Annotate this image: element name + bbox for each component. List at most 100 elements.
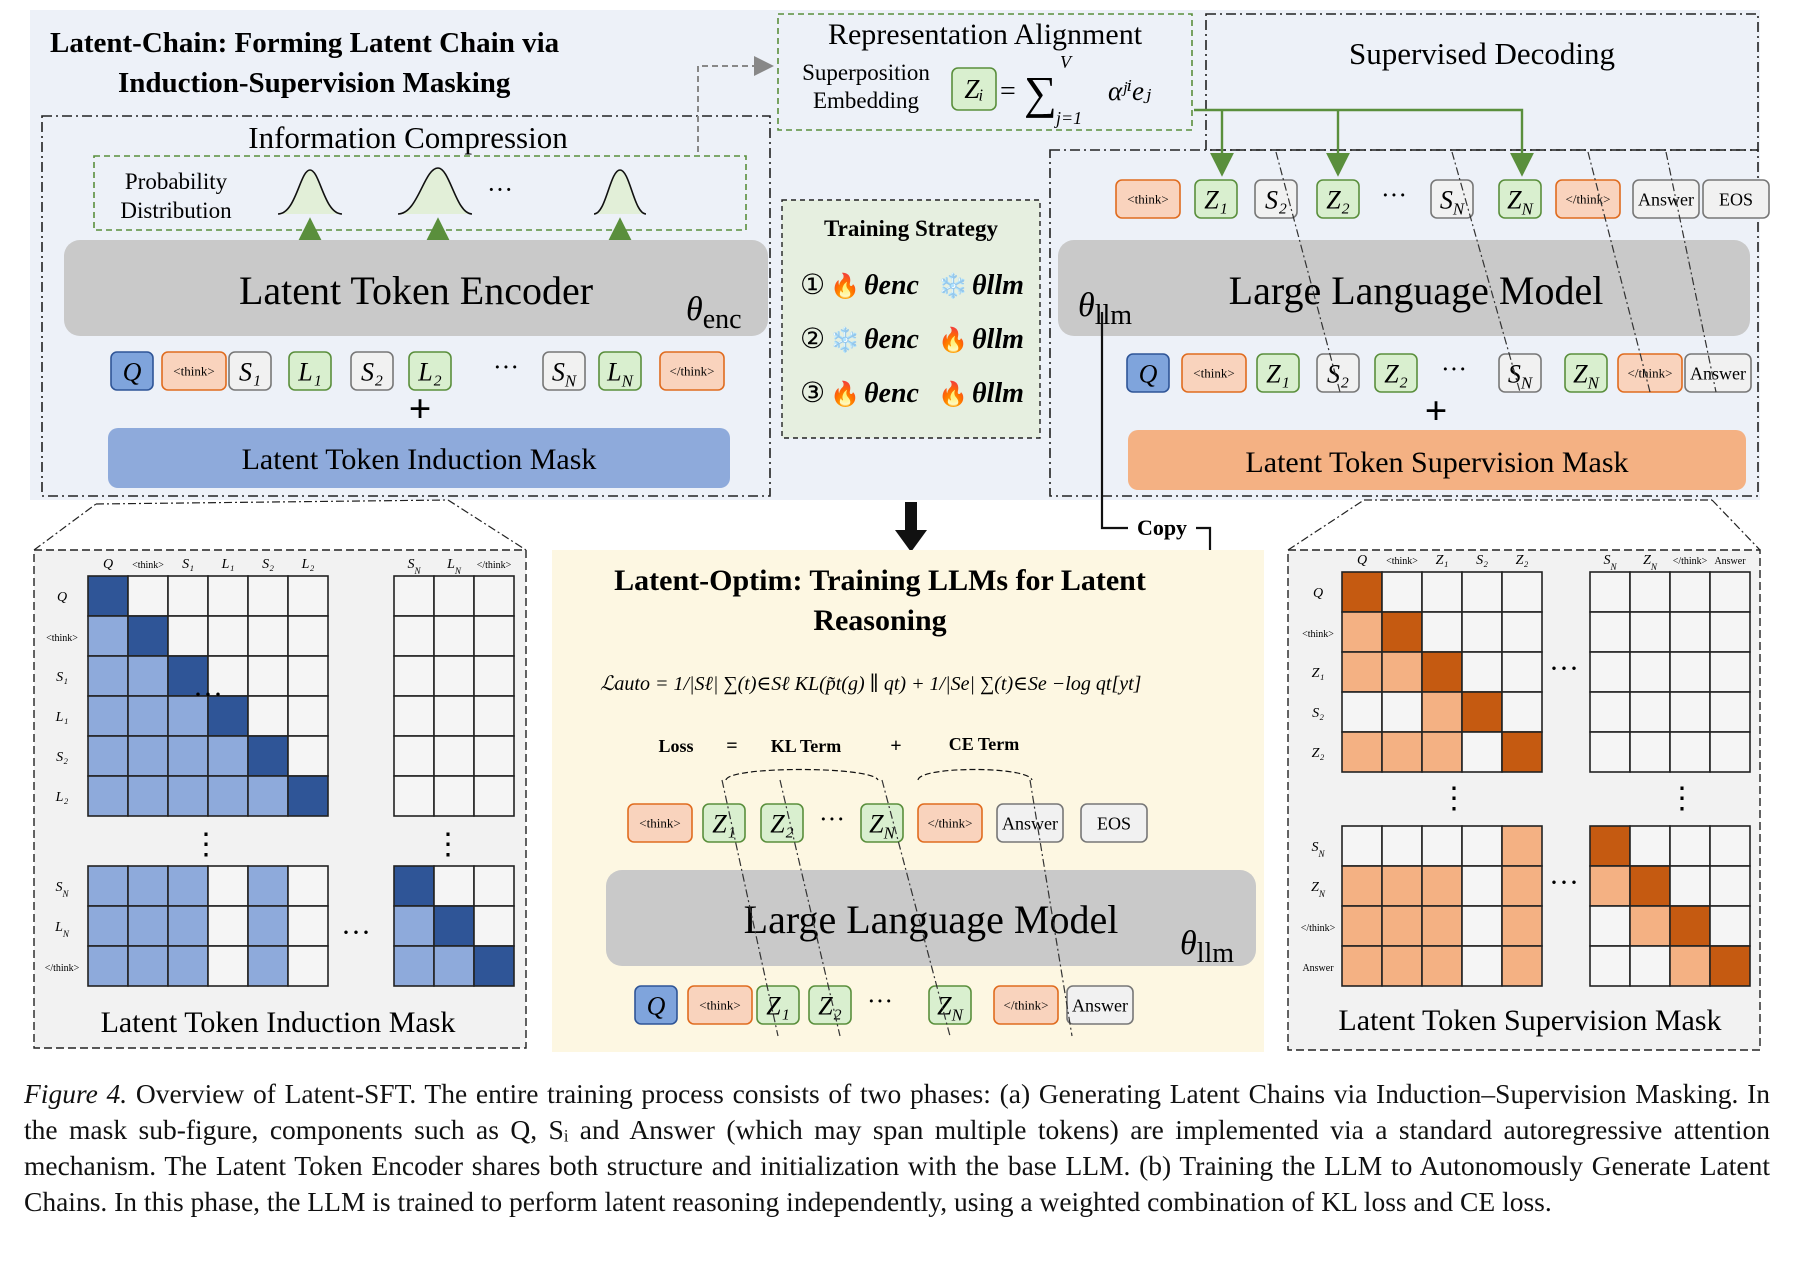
mask-cell xyxy=(127,905,169,947)
token-ellipsis: ··· xyxy=(1381,181,1407,210)
mask-cell xyxy=(1669,945,1711,987)
mask-cell xyxy=(1501,945,1543,987)
encoder-plus: + xyxy=(409,386,432,431)
mask-cell xyxy=(127,945,169,987)
mask-row-label: Q xyxy=(1313,586,1323,601)
mask-cell xyxy=(1709,611,1751,653)
token-z: Z₁ xyxy=(1266,359,1290,388)
token-think: <think> xyxy=(639,816,680,831)
token-z-box xyxy=(1194,179,1238,219)
supervision-dots-v: ⋮ xyxy=(1439,782,1469,815)
mask-cell xyxy=(87,615,129,657)
supervision-mask-bar xyxy=(1128,430,1746,490)
mask-row-label: Q xyxy=(57,590,67,605)
rep-align-z-token xyxy=(951,67,997,111)
token-eos: EOS xyxy=(1719,189,1753,209)
rep-align-label-1: Superposition xyxy=(802,60,930,85)
token-answer-box xyxy=(1684,353,1752,393)
mask-cell xyxy=(1589,825,1631,867)
mask-col-label: Z₂ xyxy=(1516,553,1529,568)
mask-cell xyxy=(1381,905,1423,947)
token-ellipsis: ··· xyxy=(493,353,519,382)
mask-row-label: </think> xyxy=(1301,923,1336,934)
token-z: Z₁ xyxy=(1204,185,1228,214)
mask-cell xyxy=(1501,825,1543,867)
mask-cell xyxy=(473,695,515,737)
mask-cell xyxy=(1461,905,1503,947)
token-z: Z₂ xyxy=(818,991,842,1020)
token-z: Z₁ xyxy=(766,991,790,1020)
token-z-box xyxy=(756,985,800,1025)
mask-col-label: Z₁ xyxy=(1436,553,1449,568)
mask-cell xyxy=(1669,865,1711,907)
formula-top: V xyxy=(1060,52,1073,72)
mask-cell xyxy=(167,905,209,947)
mask-cell xyxy=(1501,731,1543,773)
mask-cell xyxy=(87,695,129,737)
token-eos: EOS xyxy=(1097,813,1131,833)
encoder-up-arrows xyxy=(298,217,632,242)
mask-cell xyxy=(473,575,515,617)
mask-cell xyxy=(127,655,169,697)
token-answer: Answer xyxy=(1072,995,1128,1015)
encoder-label: Latent Token Encoder xyxy=(239,268,593,313)
token-think: <think> xyxy=(173,364,214,379)
token-think: </think> xyxy=(670,364,715,379)
prob-label-2: Distribution xyxy=(120,198,232,223)
formula-sum: ∑ xyxy=(1024,67,1057,118)
mask-cell xyxy=(1709,731,1751,773)
mask-row-label: S₂ xyxy=(56,750,68,765)
mask-cell xyxy=(1421,571,1463,613)
token-zn: ZN xyxy=(1573,359,1600,392)
mask-cell xyxy=(433,695,475,737)
llm-top-label: Large Language Model xyxy=(1229,268,1604,313)
strategy-theta-llm: θllm xyxy=(972,378,1024,409)
mask-cell xyxy=(127,775,169,817)
mask-cell xyxy=(1421,611,1463,653)
mask-cell xyxy=(473,735,515,777)
token-l: L₂ xyxy=(417,357,442,386)
mask-cell xyxy=(87,655,129,697)
mask-cell xyxy=(1341,945,1383,987)
mask-cell xyxy=(1421,825,1463,867)
mask-cell xyxy=(1669,825,1711,867)
mask-cell xyxy=(1381,731,1423,773)
strategy-enc-state-icon: 🔥 xyxy=(830,380,860,408)
mask-cell xyxy=(1501,651,1543,693)
mask-cell xyxy=(1381,945,1423,987)
training-strategy-title: Training Strategy xyxy=(824,216,998,241)
mask-cell xyxy=(247,735,289,777)
mask-cell xyxy=(1669,571,1711,613)
token-z: Z₂ xyxy=(770,809,794,838)
token-l-box xyxy=(408,351,452,391)
mask-cell xyxy=(1421,691,1463,733)
mask-cell xyxy=(433,775,475,817)
mask-cell xyxy=(207,615,249,657)
token-sn-box xyxy=(542,351,586,391)
mask-cell xyxy=(1381,571,1423,613)
mask-cell xyxy=(87,575,129,617)
mask-cell xyxy=(473,865,515,907)
strategy-llm-state-icon: ❄️ xyxy=(938,272,968,300)
mask-cell xyxy=(1629,571,1671,613)
mask-col-label: L₂ xyxy=(301,557,315,572)
mask-cell xyxy=(1381,825,1423,867)
mask-cell xyxy=(1341,691,1383,733)
induction-mask-caption: Latent Token Induction Mask xyxy=(101,1006,456,1039)
loss-label: Loss xyxy=(658,736,693,756)
mask-cell xyxy=(87,865,129,907)
token-answer-box xyxy=(1632,179,1700,219)
mask-row-label: Answer xyxy=(1302,963,1334,974)
token-q-box xyxy=(1126,353,1170,393)
mask-cell xyxy=(287,775,329,817)
llm-bottom-label: Large Language Model xyxy=(744,897,1119,942)
llm-bottom-theta: θllm xyxy=(1180,925,1234,969)
encoder-theta: θenc xyxy=(686,291,742,335)
mask-cell xyxy=(433,735,475,777)
